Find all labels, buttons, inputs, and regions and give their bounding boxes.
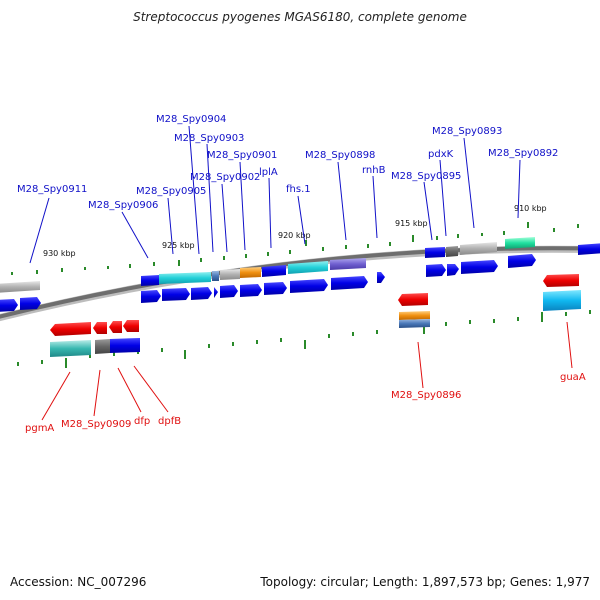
gene-feature-pgmA[interactable]	[50, 340, 91, 357]
gene-arrow[interactable]	[191, 287, 212, 300]
gene-feature-0896-b[interactable]	[399, 319, 430, 328]
gene-feature-0904[interactable]	[212, 271, 219, 281]
gene-label[interactable]: dfp	[134, 416, 150, 427]
reverse-gene-labels: pgmA M28_Spy0909 dfp dpfB M28_Spy0896 gu…	[25, 372, 586, 434]
gene-arrow-reverse[interactable]	[543, 274, 579, 287]
gene-feature-pdxK[interactable]	[446, 246, 458, 257]
scale-ticks-upper	[11, 222, 579, 275]
gene-feature-0902[interactable]	[240, 267, 261, 278]
gene-feature-0909[interactable]	[95, 339, 110, 354]
gene-label[interactable]: pgmA	[25, 423, 54, 434]
gene-feature-0895[interactable]	[425, 247, 445, 258]
gene-arrow-reverse[interactable]	[109, 321, 122, 333]
gene-arrow[interactable]	[461, 260, 498, 274]
accession-info: Accession: NC_007296	[10, 575, 147, 589]
gene-arrow[interactable]	[290, 279, 328, 293]
gene-feature-0905[interactable]	[159, 272, 211, 284]
gene-arrow[interactable]	[141, 290, 161, 303]
scale-ticks-lower	[17, 310, 591, 368]
reverse-cog-features	[50, 290, 581, 357]
forward-leader-lines	[29, 125, 521, 264]
gene-label[interactable]: M28_Spy0892	[488, 148, 558, 159]
gene-label[interactable]: M28_Spy0909	[61, 419, 131, 430]
gene-arrow[interactable]	[331, 276, 368, 290]
reverse-gene-arrows	[50, 274, 579, 336]
gene-arrow-reverse[interactable]	[123, 320, 139, 332]
forward-gene-arrows	[0, 254, 536, 312]
gene-label[interactable]: dpfB	[158, 416, 181, 427]
gene-label[interactable]: M28_Spy0902	[190, 172, 260, 183]
gene-feature-lplA[interactable]	[262, 265, 286, 277]
gene-label[interactable]: M28_Spy0895	[391, 171, 461, 182]
gene-arrow[interactable]	[240, 284, 262, 297]
gene-label[interactable]: lplA	[259, 167, 278, 178]
scale-label-925: 925 kbp	[162, 241, 195, 250]
scale-label-915: 915 kbp	[395, 219, 428, 228]
scale-label-930: 930 kbp	[43, 249, 76, 258]
genome-title: Streptococcus pyogenes MGAS6180, complet…	[133, 10, 467, 24]
gene-arrow[interactable]	[508, 254, 536, 268]
gene-arrow[interactable]	[214, 287, 218, 298]
scale-label-910: 910 kbp	[514, 204, 547, 213]
gene-arrow[interactable]	[162, 288, 190, 301]
gene-feature-0906[interactable]	[141, 275, 159, 286]
gene-arrow[interactable]	[20, 297, 41, 310]
gene-arrow[interactable]	[264, 282, 287, 295]
gene-feature-0903[interactable]	[220, 269, 240, 280]
gene-arrow[interactable]	[220, 285, 238, 298]
gene-feature-0896-a[interactable]	[399, 311, 430, 320]
gene-label[interactable]: M28_Spy0911	[17, 184, 87, 195]
gene-label[interactable]: fhs.1	[286, 184, 311, 195]
scale-label-920: 920 kbp	[278, 231, 311, 240]
gene-feature-edge-right[interactable]	[578, 243, 600, 255]
gene-label[interactable]: guaA	[560, 372, 586, 383]
forward-gene-labels: M28_Spy0911 M28_Spy0906 M28_Spy0905 M28_…	[17, 114, 558, 211]
gene-label[interactable]: M28_Spy0901	[207, 150, 277, 161]
gene-arrow[interactable]	[377, 272, 385, 283]
genome-stats: Topology: circular; Length: 1,897,573 bp…	[260, 575, 590, 589]
gene-label[interactable]: rnhB	[362, 165, 386, 176]
gene-arrow[interactable]	[447, 264, 459, 276]
gene-feature-0893[interactable]	[460, 242, 497, 255]
forward-cog-features	[0, 237, 600, 293]
gene-feature-dfp[interactable]	[110, 338, 140, 353]
gene-arrow[interactable]	[426, 264, 446, 277]
gene-arrow-reverse[interactable]	[398, 293, 428, 306]
gene-label[interactable]: pdxK	[428, 149, 454, 160]
gene-feature-0892[interactable]	[505, 237, 535, 249]
gene-label[interactable]: M28_Spy0898	[305, 150, 375, 161]
reverse-leader-lines	[41, 321, 573, 421]
genome-backbone	[0, 246, 600, 319]
gene-arrow[interactable]	[0, 299, 18, 312]
gene-feature-guaA[interactable]	[543, 290, 581, 311]
gene-arrow-reverse[interactable]	[93, 322, 107, 334]
gene-label[interactable]: M28_Spy0905	[136, 186, 206, 197]
gene-arrow-reverse[interactable]	[50, 322, 91, 336]
gene-feature-0911[interactable]	[0, 281, 40, 293]
gene-label[interactable]: M28_Spy0903	[174, 133, 244, 144]
gene-feature-0898[interactable]	[330, 258, 366, 270]
gene-feature-fhs1[interactable]	[288, 261, 328, 274]
gene-label[interactable]: M28_Spy0906	[88, 200, 158, 211]
gene-label[interactable]: M28_Spy0904	[156, 114, 226, 125]
gene-label[interactable]: M28_Spy0893	[432, 126, 502, 137]
gene-label[interactable]: M28_Spy0896	[391, 390, 461, 401]
